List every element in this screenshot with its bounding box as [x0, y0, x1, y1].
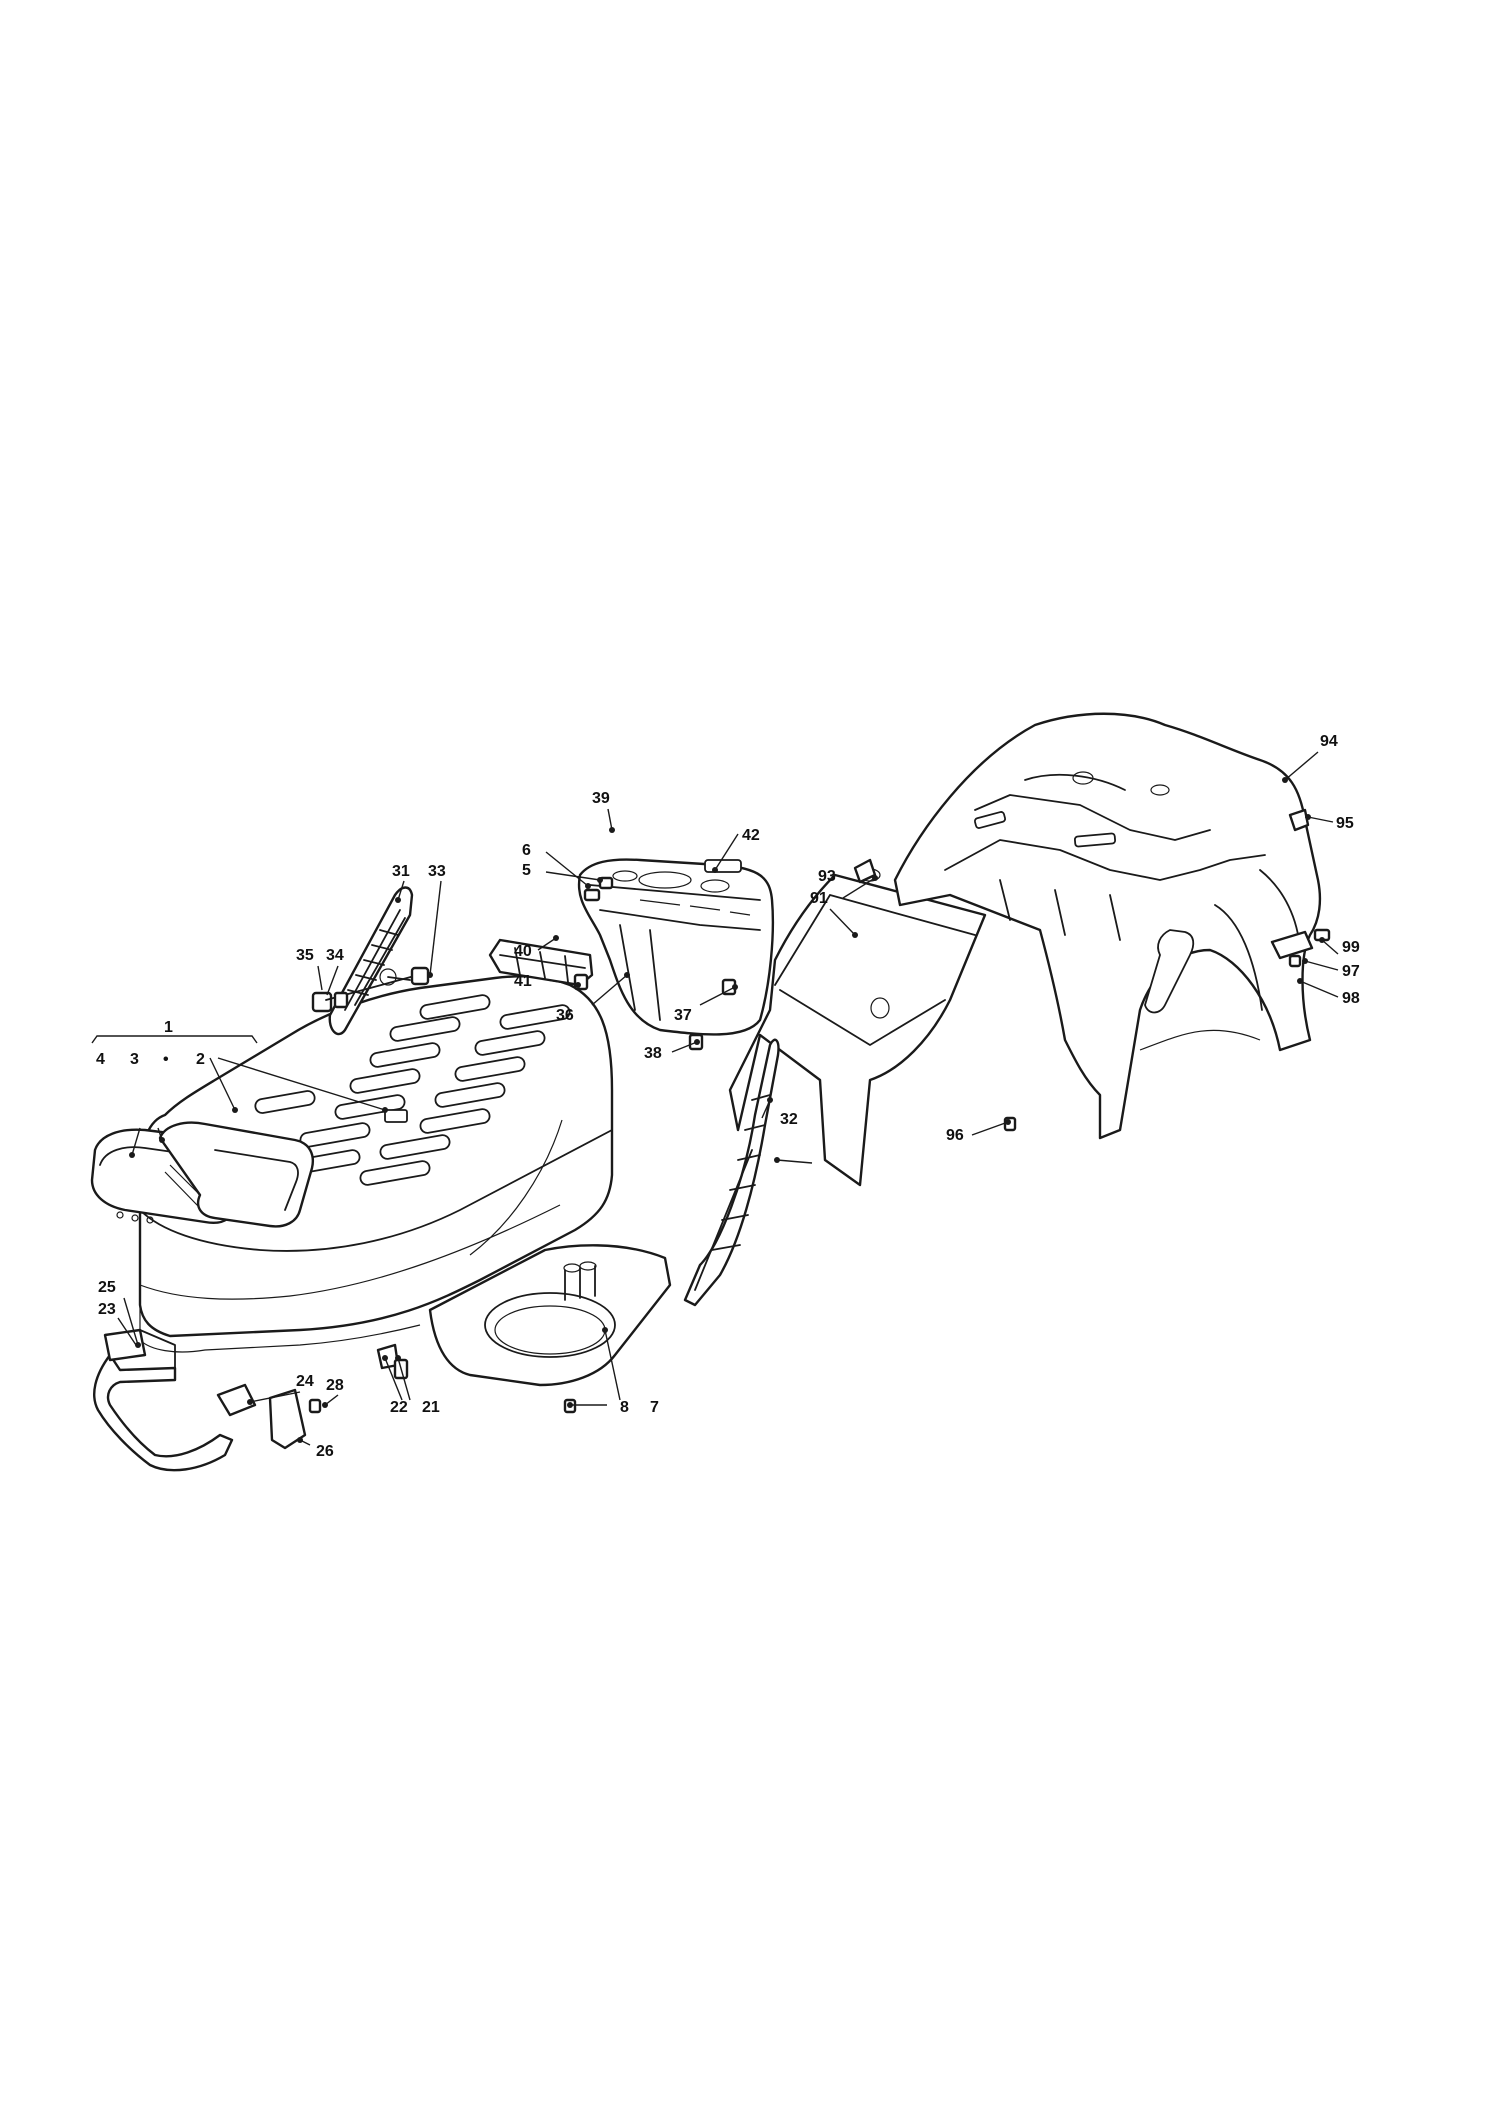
callout-6: 6: [522, 842, 531, 859]
cable-guide-40: [488, 938, 594, 987]
callout-94: 94: [1320, 733, 1338, 750]
callout-5: 5: [522, 862, 531, 879]
callout-37: 37: [674, 1007, 692, 1024]
leader-lines: [91, 751, 1339, 1446]
callout-star: •: [163, 1051, 169, 1068]
callout-28: 28: [326, 1377, 344, 1394]
bonnet-hood: [90, 975, 614, 1353]
callout-41: 41: [514, 973, 532, 990]
callout-22: 22: [390, 1399, 408, 1416]
front-bumper-frame: [93, 1328, 409, 1472]
floor-tray: [728, 868, 987, 1187]
callout-42: 42: [742, 827, 760, 844]
side-grille-right: [683, 1038, 780, 1307]
callout-8: 8: [620, 1399, 629, 1416]
callout-2: 2: [196, 1051, 205, 1068]
side-grille-left: [328, 886, 414, 1036]
callout-96: 96: [946, 1127, 964, 1144]
callout-3: 3: [130, 1051, 139, 1068]
callout-34: 34: [326, 947, 344, 964]
callout-1: 1: [164, 1019, 173, 1036]
callout-39: 39: [592, 790, 610, 807]
callout-35: 35: [296, 947, 314, 964]
callout-labels: 1 2 3 4 • 5 6 7 8 21 22 23 24 25 26 28 3…: [96, 733, 1360, 1460]
rear-fasteners: [308, 808, 1331, 1414]
callout-93: 93: [818, 868, 836, 885]
callout-98: 98: [1342, 990, 1360, 1007]
fastener-set-33-35: [311, 966, 430, 1013]
callout-31: 31: [392, 863, 410, 880]
callout-24: 24: [296, 1373, 314, 1390]
callout-38: 38: [644, 1045, 662, 1062]
callout-7: 7: [650, 1399, 659, 1416]
callout-26: 26: [316, 1443, 334, 1460]
callout-21: 21: [422, 1399, 440, 1416]
callout-40: 40: [514, 943, 532, 960]
callout-33: 33: [428, 863, 446, 880]
callout-25: 25: [98, 1279, 116, 1296]
callout-97: 97: [1342, 963, 1360, 980]
callout-4: 4: [96, 1051, 105, 1068]
callout-36: 36: [556, 1007, 574, 1024]
callout-32: 32: [780, 1111, 798, 1128]
leader-dots: [129, 777, 1325, 1443]
callout-99: 99: [1342, 939, 1360, 956]
callout-23: 23: [98, 1301, 116, 1318]
callout-91: 91: [810, 890, 828, 907]
callout-95: 95: [1336, 815, 1354, 832]
